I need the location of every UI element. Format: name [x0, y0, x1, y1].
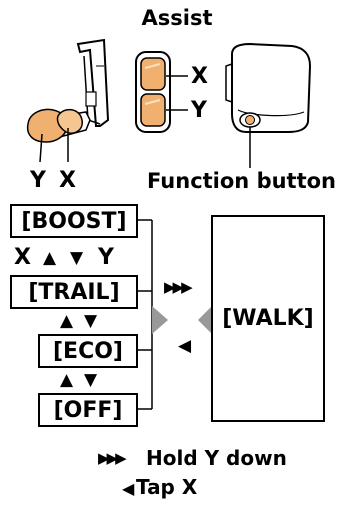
mode-trail: [TRAIL] — [10, 275, 138, 309]
middle-y-label: Y — [191, 98, 207, 123]
up-arrow-icon: ▲ — [60, 311, 74, 331]
right-chevron — [152, 306, 168, 334]
legend-tap-text: Tap X — [136, 475, 198, 499]
legend-hold-text: Hold Y down — [146, 446, 287, 470]
left-x-paddle — [56, 108, 83, 134]
mode-bracket — [138, 219, 153, 410]
mode-walk: [WALK] — [222, 306, 314, 331]
hold-arrows-icon: ▶▶▶ — [164, 278, 193, 296]
right-controller-unit — [225, 42, 312, 133]
middle-x-label: X — [191, 64, 208, 89]
function-button-label: Function button — [147, 169, 337, 193]
page-title: Assist — [141, 6, 213, 30]
legend-hold-icon: ▶▶▶ — [98, 449, 127, 467]
row1-y-label: Y — [98, 245, 114, 270]
up-arrow-icon: ▲ — [43, 248, 57, 268]
up-arrow-icon: ▲ — [60, 370, 74, 390]
tap-arrow-icon: ◀ — [178, 336, 192, 356]
down-arrow-icon: ▼ — [70, 248, 84, 268]
down-arrow-icon: ▼ — [84, 311, 98, 331]
mode-off: [OFF] — [38, 393, 138, 427]
left-chevron — [198, 306, 212, 334]
middle-button-unit — [135, 51, 171, 133]
left-x-label: X — [59, 168, 76, 193]
mode-eco: [ECO] — [38, 334, 138, 368]
walk-box — [211, 215, 325, 422]
row1-x-label: X — [14, 245, 31, 270]
legend-tap-icon: ◀ — [122, 479, 135, 498]
left-y-label: Y — [30, 168, 46, 193]
down-arrow-icon: ▼ — [84, 370, 98, 390]
mode-boost: [BOOST] — [10, 204, 138, 238]
